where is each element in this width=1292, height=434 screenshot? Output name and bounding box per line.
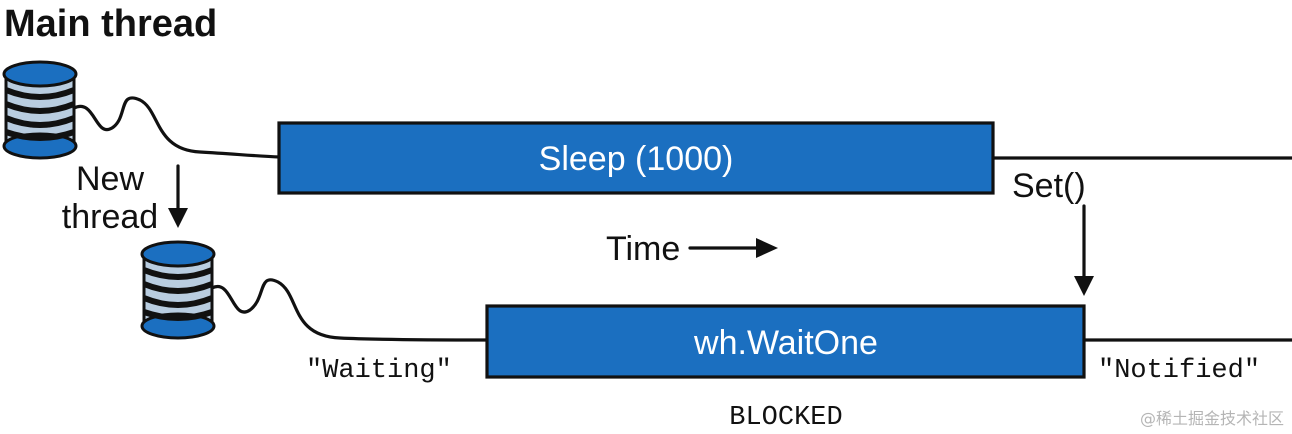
down-arrow-icon	[1074, 204, 1094, 296]
down-arrow-icon	[168, 164, 188, 228]
new-thread-label-line2: thread	[62, 198, 158, 236]
waiting-state-label: "Waiting"	[306, 356, 452, 386]
new-thread-label-line1: New	[76, 160, 144, 198]
notified-state-label: "Notified"	[1098, 356, 1260, 386]
right-arrow-icon	[688, 238, 778, 258]
time-label: Time	[606, 230, 680, 268]
sleep-box	[277, 121, 995, 195]
diagram-title: Main thread	[4, 3, 217, 45]
blocked-label: BLOCKED	[729, 403, 842, 433]
thread-spool-icon	[142, 242, 214, 338]
wait-one-box-label: wh.WaitOne	[693, 324, 878, 362]
thread-spool-icon	[4, 62, 76, 158]
set-label: Set()	[1012, 167, 1086, 205]
sleep-box-label: Sleep (1000)	[539, 140, 734, 178]
watermark: @稀土掘金技术社区	[1140, 409, 1284, 428]
main-thread-line	[72, 96, 282, 159]
wait-one-box	[485, 304, 1086, 379]
worker-thread-line	[210, 278, 490, 342]
